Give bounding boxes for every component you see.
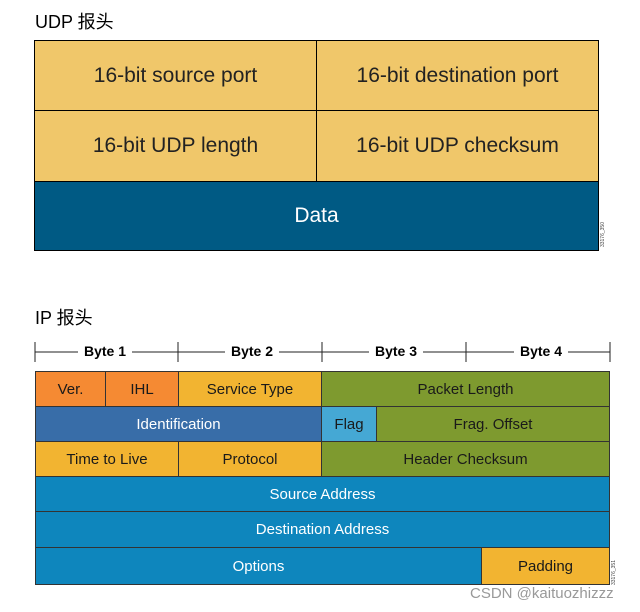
ip-header-checksum-label: Header Checksum bbox=[403, 450, 528, 468]
udp-source-port-label: 16-bit source port bbox=[93, 63, 258, 87]
watermark: CSDN @kaituozhizzz bbox=[470, 585, 614, 602]
ip-ihl-field: IHL bbox=[105, 371, 179, 407]
ip-service-type-field: Service Type bbox=[178, 371, 322, 407]
ip-header-checksum-field: Header Checksum bbox=[321, 441, 610, 477]
ip-side-code: 33176_351 bbox=[611, 560, 617, 586]
udp-length-field: 16-bit UDP length bbox=[34, 110, 317, 182]
ip-identification-label: Identification bbox=[136, 415, 221, 433]
ip-version-field: Ver. bbox=[35, 371, 106, 407]
udp-header-diagram: 16-bit source port 16-bit destination po… bbox=[34, 40, 599, 251]
byte-label-1: Byte 1 bbox=[78, 343, 133, 359]
ip-frag-offset-label: Frag. Offset bbox=[453, 415, 533, 433]
ip-flag-label: Flag bbox=[334, 415, 364, 433]
ip-protocol-label: Protocol bbox=[222, 450, 278, 468]
ip-destination-address-label: Destination Address bbox=[255, 521, 390, 538]
ip-ttl-label: Time to Live bbox=[66, 450, 148, 468]
ip-source-address-label: Source Address bbox=[269, 485, 376, 503]
byte-label-2: Byte 2 bbox=[225, 343, 280, 359]
udp-header-title: UDP 报头 bbox=[35, 12, 114, 32]
udp-source-port-field: 16-bit source port bbox=[34, 40, 317, 111]
ip-packet-length-label: Packet Length bbox=[417, 380, 514, 398]
ip-packet-length-field: Packet Length bbox=[321, 371, 610, 407]
udp-length-label: 16-bit UDP length bbox=[92, 134, 259, 157]
ip-options-field: Options bbox=[35, 547, 482, 585]
byte-label-3: Byte 3 bbox=[369, 343, 424, 359]
ip-options-label: Options bbox=[232, 557, 285, 575]
ip-frag-offset-field: Frag. Offset bbox=[376, 406, 610, 442]
ip-version-label: Ver. bbox=[57, 380, 84, 398]
udp-destination-port-field: 16-bit destination port bbox=[316, 40, 599, 111]
udp-data-label: Data bbox=[294, 204, 339, 227]
udp-checksum-label: 16-bit UDP checksum bbox=[356, 134, 559, 157]
ip-service-type-label: Service Type bbox=[206, 380, 294, 398]
byte-label-4: Byte 4 bbox=[514, 343, 569, 359]
udp-data-field: Data bbox=[34, 181, 599, 251]
ip-identification-field: Identification bbox=[35, 406, 322, 442]
ip-ttl-field: Time to Live bbox=[35, 441, 179, 477]
ip-source-address-field: Source Address bbox=[35, 476, 610, 512]
ip-flag-field: Flag bbox=[321, 406, 377, 442]
udp-side-code: 33176_350 bbox=[600, 222, 606, 248]
ip-protocol-field: Protocol bbox=[178, 441, 322, 477]
ip-ihl-label: IHL bbox=[130, 380, 154, 398]
ip-header-title: IP 报头 bbox=[35, 308, 93, 328]
ip-header-diagram: Ver. IHL Service Type Packet Length Iden… bbox=[35, 371, 610, 585]
udp-destination-port-label: 16-bit destination port bbox=[356, 63, 559, 87]
ip-padding-label: Padding bbox=[517, 557, 574, 575]
ip-padding-field: Padding bbox=[481, 547, 610, 585]
udp-checksum-field: 16-bit UDP checksum bbox=[316, 110, 599, 182]
ip-destination-address-field: Destination Address bbox=[35, 511, 610, 548]
